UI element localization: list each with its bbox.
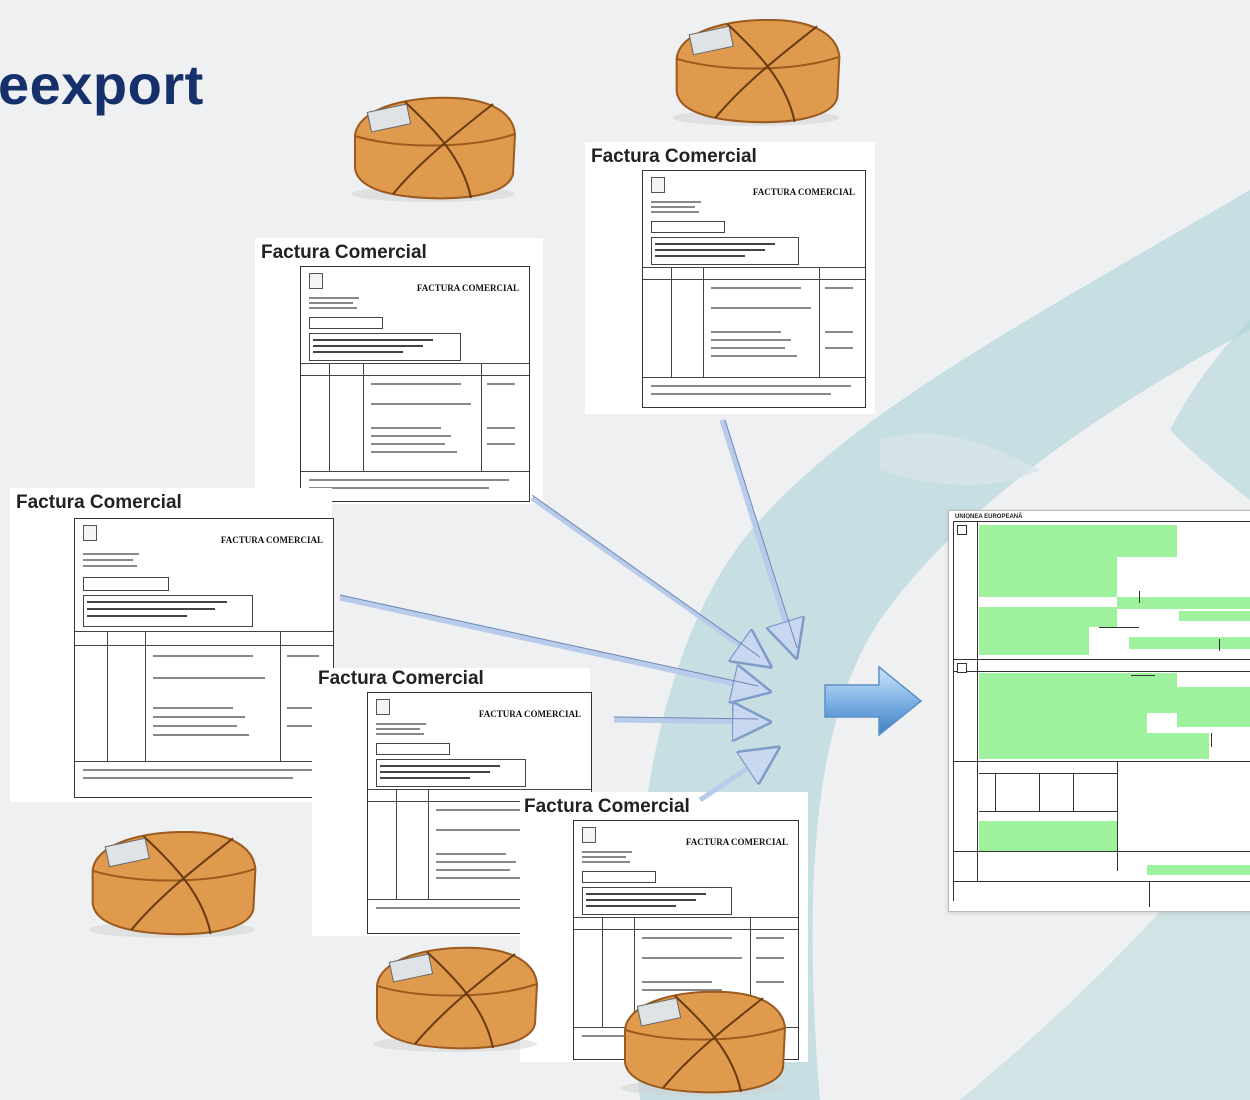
right-arrow-icon: [824, 665, 923, 737]
invoice-heading: Factura Comercial: [524, 796, 690, 817]
commercial-invoice: Factura Comercial FACTURA COMERCIAL: [585, 142, 875, 414]
invoice-heading: Factura Comercial: [318, 668, 484, 689]
invoice-document: FACTURA COMERCIAL: [642, 170, 866, 408]
company-logo: [651, 177, 665, 193]
invoice-heading: Factura Comercial: [261, 242, 427, 263]
right-arrow-icon: [530, 495, 764, 662]
company-logo: [582, 827, 596, 843]
company-logo: [83, 525, 97, 541]
form-header: UNIONEA EUROPEANĂ: [955, 514, 1023, 520]
invoice-document: FACTURA COMERCIAL: [300, 266, 530, 502]
company-logo: [376, 699, 390, 715]
package-icon: [610, 982, 796, 1100]
right-arrow-icon: [613, 720, 762, 722]
document-title: FACTURA COMERCIAL: [752, 187, 855, 197]
document-title: FACTURA COMERCIAL: [220, 535, 323, 545]
document-title: FACTURA COMERCIAL: [478, 709, 581, 719]
commercial-invoice: Factura Comercial FACTURA COMERCIAL: [10, 488, 334, 802]
right-arrow-icon: [698, 752, 772, 803]
invoice-heading: Factura Comercial: [591, 146, 757, 167]
package-icon: [362, 938, 548, 1056]
package-icon: [80, 822, 264, 942]
right-arrow-icon: [339, 595, 762, 690]
package-icon: [664, 10, 848, 130]
document-title: FACTURA COMERCIAL: [416, 283, 519, 293]
company-logo: [309, 273, 323, 289]
customs-declaration-form: UNIONEA EUROPEANĂ: [948, 510, 1250, 912]
commercial-invoice: Factura Comercial FACTURA COMERCIAL: [255, 238, 543, 504]
package-icon: [342, 88, 524, 206]
document-title: FACTURA COMERCIAL: [685, 837, 788, 847]
page-title: eexport: [0, 53, 204, 116]
invoice-document: FACTURA COMERCIAL: [74, 518, 334, 798]
invoice-heading: Factura Comercial: [16, 492, 182, 513]
right-arrow-icon: [719, 419, 794, 650]
